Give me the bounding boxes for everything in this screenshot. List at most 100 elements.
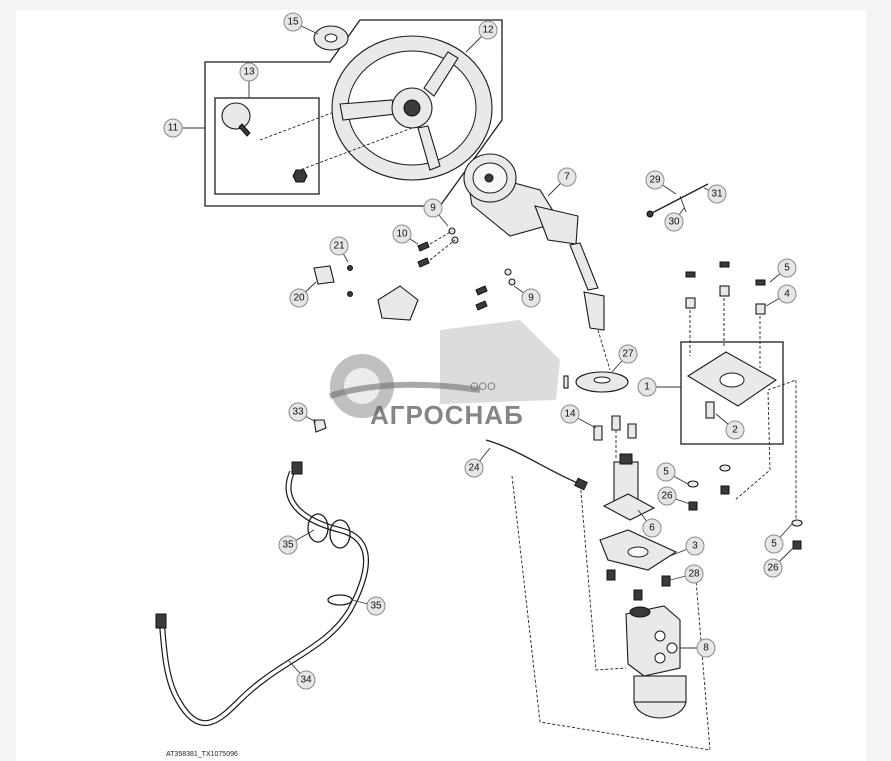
callout-circle — [283, 12, 303, 32]
pin-30 — [679, 195, 687, 213]
hose-34-inner — [160, 471, 368, 725]
callout-26: 26 — [657, 486, 691, 506]
wheel-nut — [292, 169, 308, 183]
callout-number: 27 — [622, 349, 634, 360]
watermark-tractor-icon — [440, 320, 560, 404]
port-a — [654, 630, 666, 642]
hose-24 — [485, 439, 588, 491]
callout-circle — [664, 212, 684, 232]
mount-plate-group — [680, 261, 797, 520]
callout-number: 14 — [564, 409, 576, 420]
port-c — [654, 652, 666, 664]
bolt-3a — [606, 569, 616, 581]
callout-35: 35 — [351, 596, 386, 616]
callout-number: 9 — [528, 293, 534, 304]
callout-number: 3 — [692, 541, 698, 552]
callout-number: 12 — [482, 25, 494, 36]
callout-number: 5 — [663, 467, 669, 478]
wheel-spoke-right — [423, 51, 459, 97]
valve-motor-body — [633, 675, 687, 703]
callout-circle — [696, 638, 716, 658]
callout-number: 5 — [784, 263, 790, 274]
nut-26b — [720, 485, 730, 495]
callout-number: 28 — [688, 569, 700, 580]
bolts-9-10-upper — [417, 227, 459, 268]
valve-input-shaft — [629, 606, 651, 618]
callout-35: 35 — [278, 529, 315, 555]
column-base — [602, 453, 656, 521]
nut-a — [685, 297, 696, 309]
callout-29: 29 — [645, 170, 677, 195]
horn-leader-dash — [259, 107, 346, 141]
washer-5b — [719, 464, 731, 472]
washer-lower-b — [508, 278, 516, 286]
callout-33: 33 — [288, 402, 317, 423]
bolt-10b — [417, 257, 430, 268]
bolt-14c — [627, 423, 637, 439]
callout-circle — [392, 224, 412, 244]
callout-circle — [278, 535, 298, 555]
callout-number: 7 — [564, 172, 570, 183]
washer-27-hole — [593, 376, 611, 384]
callout-3: 3 — [669, 536, 705, 557]
washer-15-hole — [324, 33, 338, 43]
screw-21 — [347, 265, 353, 271]
callout-7: 7 — [547, 167, 577, 197]
callout-31: 31 — [703, 184, 727, 204]
callout-number: 29 — [649, 175, 661, 186]
callout-9: 9 — [513, 285, 541, 308]
hose-34-end-fitting — [155, 613, 167, 629]
lower-nuts — [687, 464, 803, 550]
hose-24-line — [485, 439, 581, 485]
callout-11: 11 — [163, 118, 205, 138]
mount-plate-hole — [719, 372, 745, 388]
callout-number: 9 — [430, 203, 436, 214]
callout-14: 14 — [560, 404, 597, 429]
pin-2 — [705, 401, 715, 419]
callout-4: 4 — [765, 284, 797, 307]
washer-27-group — [563, 371, 629, 393]
callout-circle — [685, 536, 705, 556]
callout-circle — [637, 377, 657, 397]
callout-34: 34 — [287, 659, 316, 690]
callout-28: 28 — [669, 564, 704, 584]
callout-number: 26 — [661, 491, 673, 502]
callout-circle — [777, 284, 797, 304]
callout-circle — [478, 20, 498, 40]
callout-layer: 1234567891011121314152021242627282930313… — [163, 12, 797, 690]
callout-12: 12 — [465, 20, 498, 53]
rod-assembly — [646, 183, 709, 218]
callout-number: 20 — [293, 293, 305, 304]
callout-circle — [684, 564, 704, 584]
nut-top-a — [685, 271, 696, 278]
callout-circle — [288, 402, 308, 422]
callout-9: 9 — [423, 198, 449, 227]
washer-lower-a — [504, 268, 512, 276]
callout-30: 30 — [664, 207, 685, 232]
callout-circle — [560, 404, 580, 424]
rod-end — [646, 210, 654, 218]
hose-34-top-fitting — [291, 461, 303, 475]
callout-27: 27 — [611, 344, 638, 373]
valve-dash-inner — [579, 479, 627, 671]
bracket-3-group — [599, 529, 678, 601]
watermark-logo: ООО АГРОСНАБ — [329, 320, 560, 430]
base-flange-6 — [602, 493, 656, 521]
horn-button-inset — [214, 97, 320, 195]
callout-circle — [296, 670, 316, 690]
callout-15: 15 — [283, 12, 319, 35]
switch-assembly — [313, 265, 419, 321]
nut-b — [719, 285, 730, 297]
callout-21: 21 — [329, 236, 349, 263]
callout-number: 11 — [168, 123, 179, 134]
callout-circle — [725, 420, 745, 440]
base-cap — [619, 453, 633, 465]
callout-number: 6 — [649, 523, 655, 534]
bolt-3b — [633, 589, 643, 601]
callout-circle — [163, 118, 183, 138]
callout-number: 5 — [771, 539, 777, 550]
callout-26: 26 — [763, 547, 794, 578]
steering-wheel-group — [204, 19, 503, 207]
mount-plate-frame — [680, 341, 784, 445]
horn-knob — [221, 102, 251, 130]
